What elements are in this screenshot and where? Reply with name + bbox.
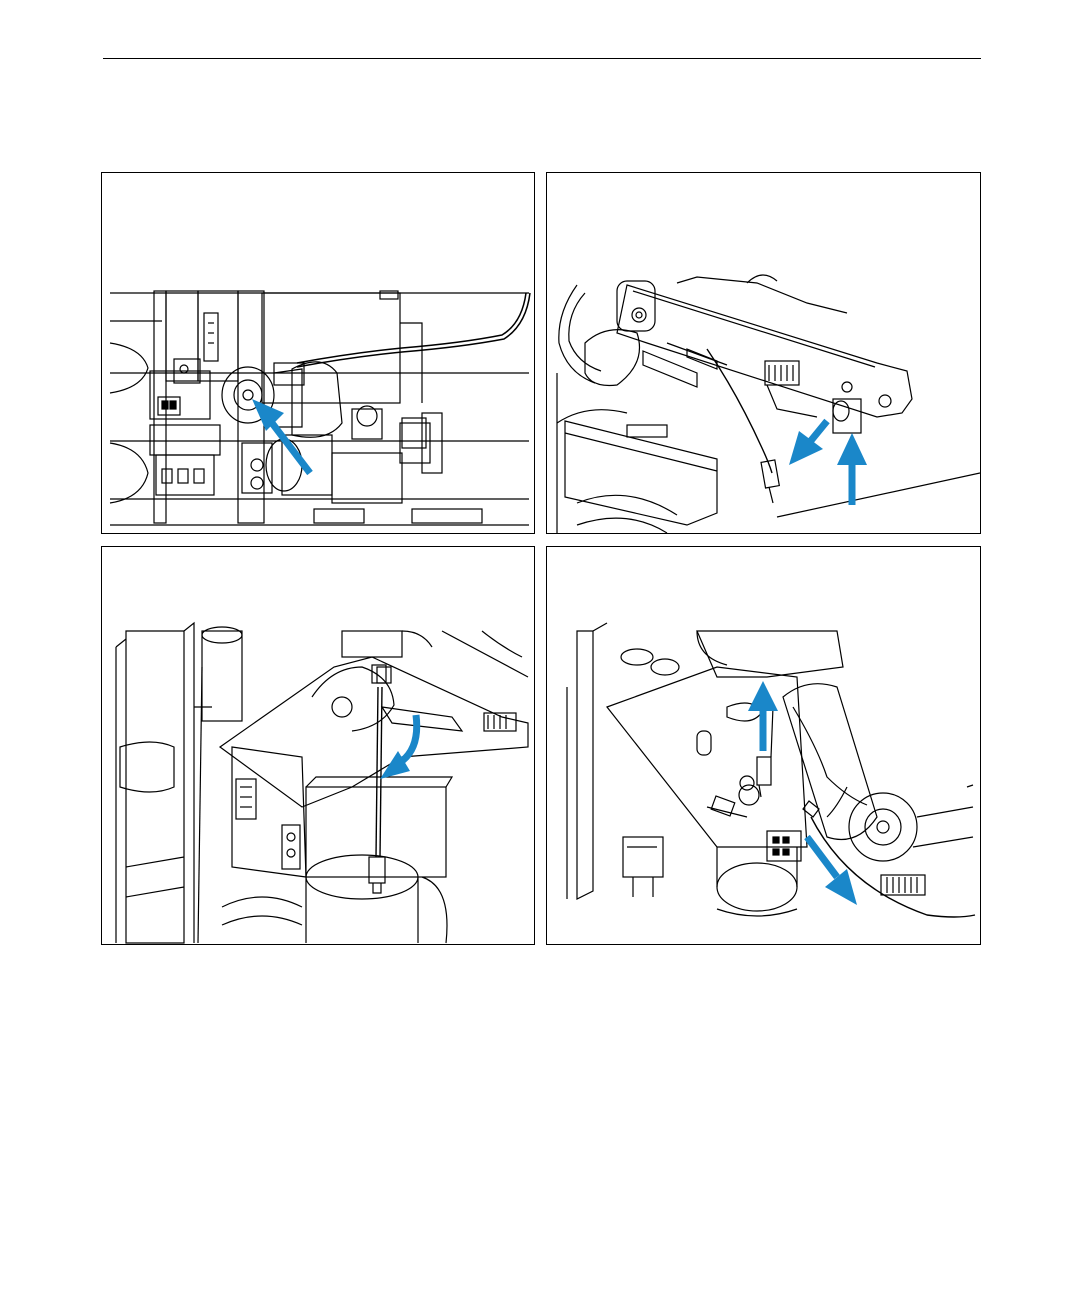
illustration-sampler-valve-view-1 [102,173,534,533]
blue-arrow-icon [748,681,778,751]
illustration-sampler-valve-view-3 [102,547,534,944]
figure-panel-2 [546,172,981,534]
illustration-sampler-valve-view-4 [547,547,980,944]
illustration-sampler-valve-view-2 [547,173,980,533]
figure-panel-1 [101,172,535,534]
header-rule [103,58,981,59]
figure-panel-3 [101,546,535,945]
figure-panel-4 [546,546,981,945]
blue-arrow-icon [789,421,827,465]
blue-arrow-icon [807,837,857,905]
blue-arrow-icon [837,433,867,505]
blue-arrow-icon [252,399,310,473]
